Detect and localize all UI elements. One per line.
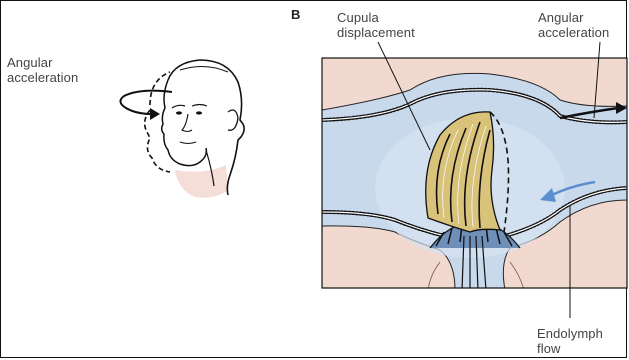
head-illustration xyxy=(145,60,244,198)
ampulla-illustration xyxy=(322,58,627,290)
